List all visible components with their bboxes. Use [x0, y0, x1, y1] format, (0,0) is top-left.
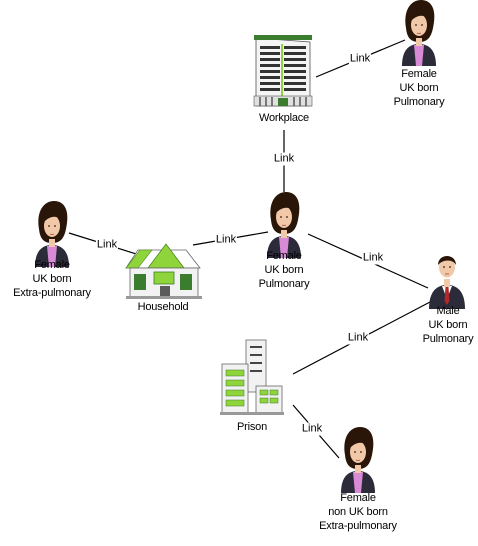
person-bottom-label: Female non UK born Extra-pulmonary [319, 491, 397, 533]
prison-building-icon [220, 339, 284, 415]
link-label-household-center: Link [214, 233, 238, 247]
link-label-male-prison: Link [346, 331, 370, 345]
person-bottom-tb-site: Extra-pulmonary [319, 520, 397, 532]
workplace-label: Workplace [259, 112, 309, 124]
person-male-tb-site: Pulmonary [422, 333, 474, 345]
person-bottom-birthplace: non UK born [328, 506, 388, 518]
person-center-sex: Female [266, 250, 302, 262]
person-left-birthplace: UK born [32, 273, 72, 285]
link-label-workplace-top-right: Link [348, 52, 372, 66]
person-center-tb-site: Pulmonary [258, 278, 310, 290]
person-top-right-sex: Female [401, 68, 437, 80]
person-male-birthplace: UK born [428, 319, 468, 331]
link-label-center-male: Link [361, 251, 385, 265]
person-male-icon [428, 255, 466, 310]
person-left-tb-site: Extra-pulmonary [13, 287, 91, 299]
person-bottom-sex: Female [340, 492, 376, 504]
person-center-label: Female UK born Pulmonary [259, 249, 310, 291]
person-top-right-tb-site: Pulmonary [393, 96, 445, 108]
link-label-prison-bottom: Link [300, 422, 324, 436]
household-house-icon [125, 243, 202, 299]
link-label-household-left: Link [95, 238, 119, 252]
person-male-label: Male UK born Pulmonary [423, 304, 474, 346]
workplace-building-icon [253, 35, 313, 107]
person-female-bottom-icon [340, 426, 376, 494]
person-female-top-right-icon [401, 0, 437, 67]
person-left-sex: Female [34, 259, 70, 271]
household-label: Household [137, 301, 189, 313]
person-male-sex: Male [436, 305, 460, 317]
person-center-birthplace: UK born [264, 264, 304, 276]
prison-label: Prison [237, 421, 267, 433]
person-top-right-birthplace: UK born [399, 82, 439, 94]
link-label-workplace-center: Link [272, 152, 296, 166]
person-left-label: Female UK born Extra-pulmonary [13, 258, 91, 300]
person-top-right-label: Female UK born Pulmonary [394, 67, 445, 109]
